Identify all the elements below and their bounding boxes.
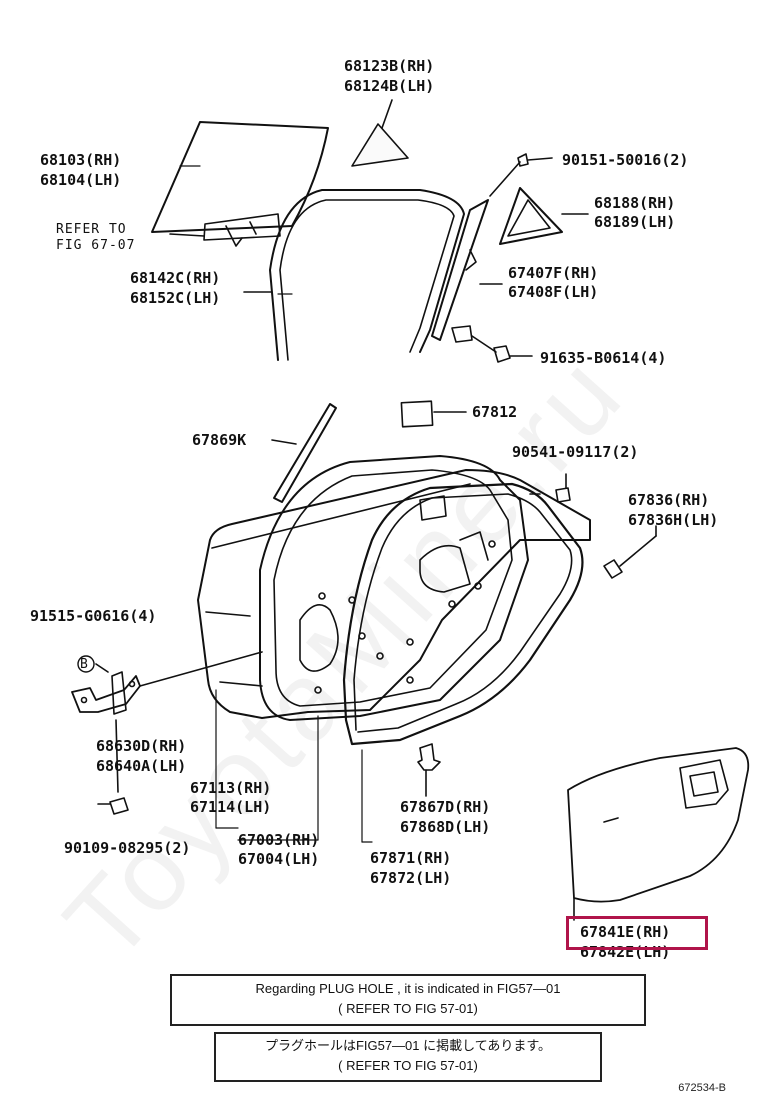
label-67871: 67871(RH) bbox=[370, 849, 452, 867]
label-90151: 90151-50016(2) bbox=[562, 151, 689, 169]
door-outer-panel bbox=[197, 469, 591, 719]
division-bar bbox=[431, 153, 553, 363]
label-67812: 67812 bbox=[472, 403, 518, 421]
label-fig-67-07: FIG 67-07 bbox=[56, 238, 136, 253]
label-90109: 90109-08295(2) bbox=[64, 839, 191, 857]
label-68142c: 68142C(RH) bbox=[130, 269, 221, 287]
label-68640a: 68640A(LH) bbox=[96, 757, 187, 775]
note-english: Regarding PLUG HOLE , it is indicated in… bbox=[170, 974, 646, 1026]
label-67408f: 67408F(LH) bbox=[508, 283, 599, 301]
label-67869k: 67869K bbox=[192, 431, 247, 449]
note-english-line1: Regarding PLUG HOLE , it is indicated in… bbox=[255, 981, 561, 996]
note-japanese-line2: ( REFER TO FIG 57-01) bbox=[338, 1058, 478, 1073]
door-trim-panel bbox=[567, 747, 750, 921]
label-68123b: 68123B(RH) bbox=[344, 57, 435, 75]
label-67867d: 67867D(RH) bbox=[400, 798, 491, 816]
label-67113: 67113(RH) bbox=[190, 779, 272, 797]
label-67836: 67836(RH) bbox=[628, 491, 710, 509]
label-67868d: 67868D(LH) bbox=[400, 818, 491, 836]
glass-channel bbox=[169, 213, 281, 247]
label-67114: 67114(LH) bbox=[190, 798, 272, 816]
label-67407f: 67407F(RH) bbox=[508, 264, 599, 282]
rear-quarter-glass bbox=[499, 187, 589, 245]
quarter-glass bbox=[351, 99, 409, 167]
label-91635: 91635-B0614(4) bbox=[540, 349, 667, 367]
figure-id: 672534-B bbox=[678, 1082, 726, 1094]
label-refer-to: REFER TO bbox=[56, 222, 127, 237]
label-67003: 67003(RH) bbox=[238, 831, 320, 849]
clip-90541 bbox=[555, 473, 571, 503]
label-68188: 68188(RH) bbox=[594, 194, 676, 212]
label-68103: 68103(RH) bbox=[40, 151, 122, 169]
note-japanese-line1: プラグホールはFIG57—01 に掲載してあります。 bbox=[264, 1038, 552, 1053]
note-japanese: プラグホールはFIG57—01 に掲載してあります。 ( REFER TO FI… bbox=[214, 1032, 602, 1082]
door-glass bbox=[151, 121, 329, 233]
door-weatherstrip bbox=[342, 482, 584, 746]
pad-67812 bbox=[400, 400, 467, 428]
note-english-line2: ( REFER TO FIG 57-01) bbox=[338, 1001, 478, 1016]
highlight-box bbox=[566, 916, 708, 950]
leader-lines bbox=[179, 165, 373, 843]
label-b-marker: B bbox=[80, 657, 89, 672]
door-hinge bbox=[71, 651, 263, 815]
label-67872: 67872(LH) bbox=[370, 869, 452, 887]
label-67004: 67004(LH) bbox=[238, 850, 320, 868]
label-68630d: 68630D(RH) bbox=[96, 737, 187, 755]
door-frame bbox=[259, 455, 541, 721]
label-68152c: 68152C(LH) bbox=[130, 289, 221, 307]
label-68124b: 68124B(LH) bbox=[344, 77, 435, 95]
label-91515: 91515-G0616(4) bbox=[30, 607, 157, 625]
label-68189: 68189(LH) bbox=[594, 213, 676, 231]
label-68104: 68104(LH) bbox=[40, 171, 122, 189]
clip-67836 bbox=[603, 525, 657, 579]
glass-run bbox=[243, 189, 465, 361]
clip-67867 bbox=[417, 743, 441, 797]
label-67841e: 67841E(RH) bbox=[580, 922, 671, 942]
belt-weatherstrip bbox=[271, 403, 337, 503]
label-90541: 90541-09117(2) bbox=[512, 443, 639, 461]
label-67836h: 67836H(LH) bbox=[628, 511, 719, 529]
